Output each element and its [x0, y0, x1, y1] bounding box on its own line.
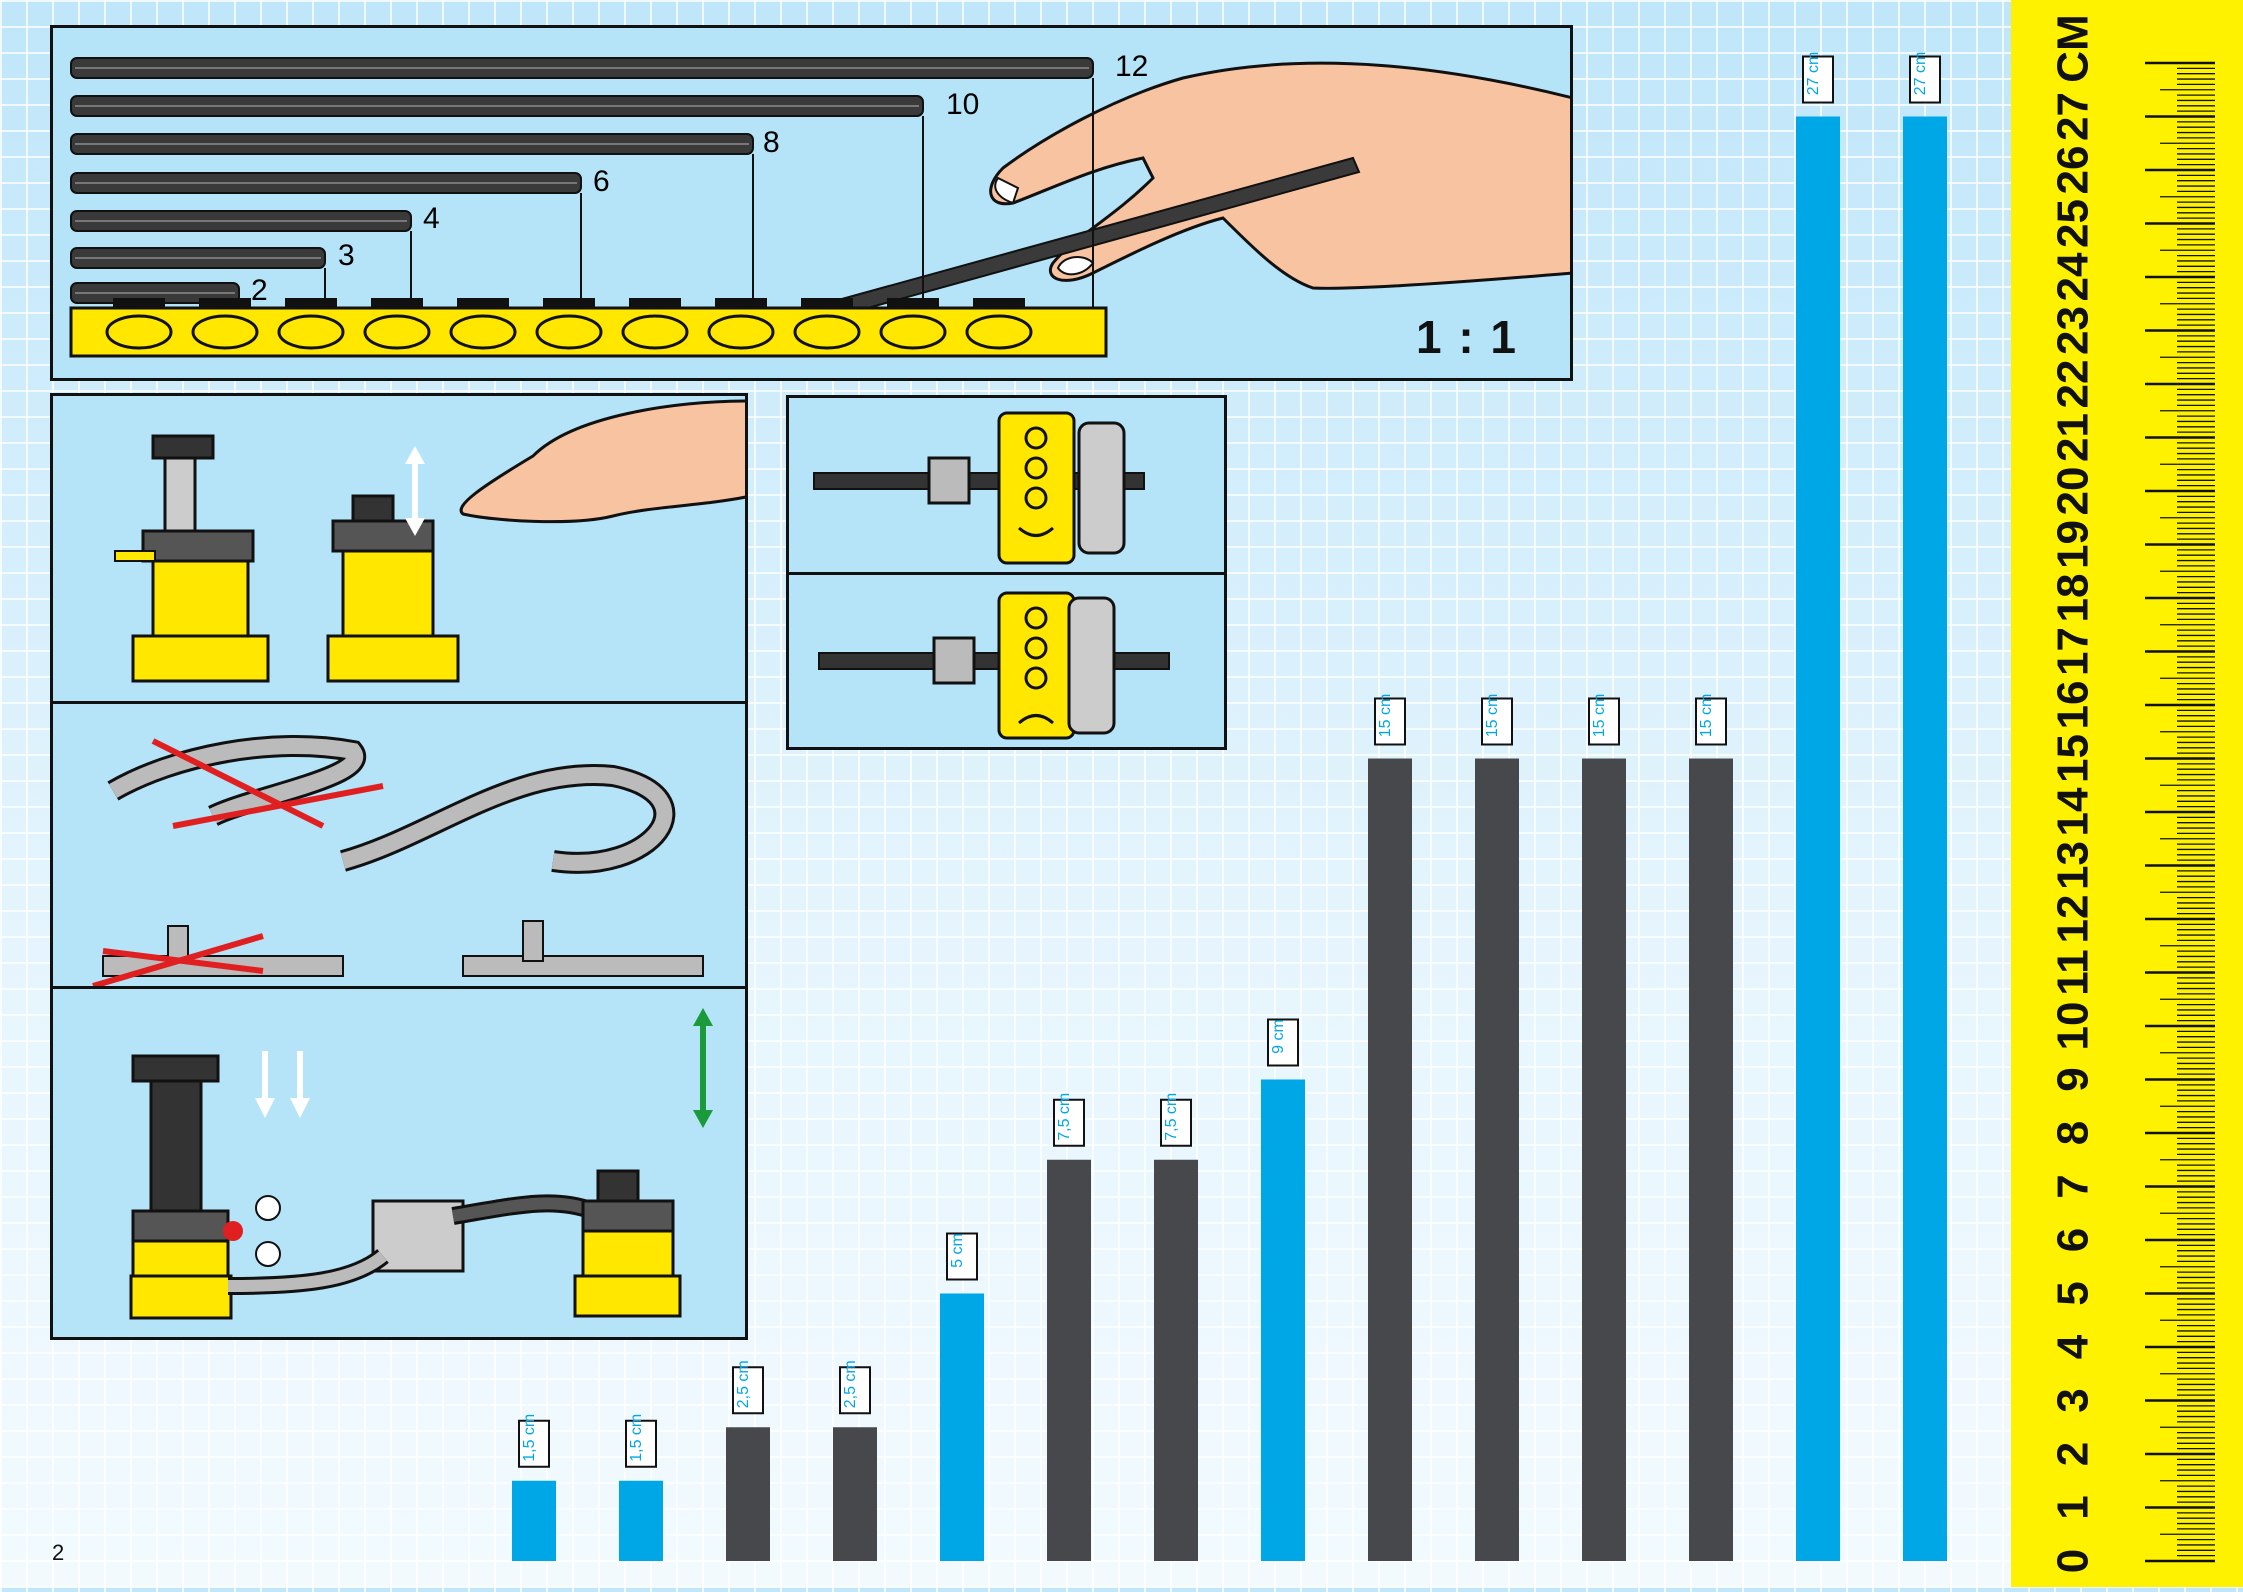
ruler-number: 22: [2049, 360, 2098, 409]
page-number: 2: [52, 1540, 64, 1566]
tube-bar-label: 15 cm: [1484, 694, 1501, 738]
ruler-number: 20: [2049, 467, 2098, 516]
tube-bar-label: 7,5 cm: [1056, 1093, 1073, 1141]
tube-bar: [1903, 117, 1947, 1562]
tube-bar-label: 9 cm: [1270, 1019, 1287, 1054]
ruler-number: 13: [2049, 841, 2098, 890]
tube-bar-label: 7,5 cm: [1163, 1093, 1180, 1141]
tube-bar-label: 5 cm: [949, 1233, 966, 1268]
ruler-number: 18: [2049, 574, 2098, 623]
ruler-unit-label: CM: [2049, 14, 2098, 82]
tube-bar: [1796, 117, 1840, 1562]
tube-bar-label: 27 cm: [1805, 52, 1822, 96]
tube-bar-label: 1,5 cm: [628, 1414, 645, 1462]
ruler-number: 15: [2049, 734, 2098, 783]
ruler-number: 2: [2049, 1442, 2098, 1466]
tube-bar-label: 1,5 cm: [521, 1414, 538, 1462]
tube-bar: [940, 1294, 984, 1562]
ruler-number: 9: [2049, 1067, 2098, 1091]
tube-bar: [619, 1481, 663, 1561]
ruler-number: 11: [2049, 949, 2098, 996]
ruler-number: 26: [2049, 146, 2098, 195]
tube-bar: [1689, 759, 1733, 1562]
ruler-number: 10: [2049, 1002, 2098, 1051]
tube-bar: [1368, 759, 1412, 1562]
ruler-number: 16: [2049, 681, 2098, 730]
ruler-number: 24: [2049, 252, 2098, 301]
ruler-number: 17: [2049, 627, 2098, 676]
ruler-number: 14: [2049, 787, 2098, 836]
ruler-number: 7: [2049, 1174, 2098, 1198]
ruler-scale: 0123456789101112131415161718192021222324…: [2011, 0, 2243, 1587]
ruler-number: 25: [2049, 199, 2098, 248]
tube-bar: [1475, 759, 1519, 1562]
ruler-number: 23: [2049, 306, 2098, 355]
tube-bar: [1261, 1080, 1305, 1562]
tube-bar-label: 15 cm: [1591, 694, 1608, 738]
ruler-number: 8: [2049, 1121, 2098, 1145]
tube-bar-label: 2,5 cm: [842, 1360, 859, 1408]
ruler-number: 0: [2049, 1549, 2098, 1573]
ruler-number: 4: [2049, 1334, 2098, 1359]
tube-bar: [512, 1481, 556, 1561]
tube-bar: [833, 1427, 877, 1561]
ruler-number: 5: [2049, 1281, 2098, 1305]
tube-bar: [1154, 1160, 1198, 1561]
ruler-number: 12: [2049, 895, 2098, 944]
ruler-number: 6: [2049, 1228, 2098, 1252]
tube-bar-label: 15 cm: [1698, 694, 1715, 738]
ruler-number: 27: [2049, 92, 2098, 141]
tube-bar-label: 15 cm: [1377, 694, 1394, 738]
ruler-number: 3: [2049, 1388, 2098, 1412]
tube-bar: [726, 1427, 770, 1561]
ruler-number: 19: [2049, 520, 2098, 569]
tube-bar: [1047, 1160, 1091, 1561]
tube-bar-label: 27 cm: [1912, 52, 1929, 96]
tube-bar: [1582, 759, 1626, 1562]
ruler-number: 1: [2049, 1495, 2098, 1519]
ruler-number: 21: [2049, 413, 2098, 462]
tube-bar-label: 2,5 cm: [735, 1360, 752, 1408]
